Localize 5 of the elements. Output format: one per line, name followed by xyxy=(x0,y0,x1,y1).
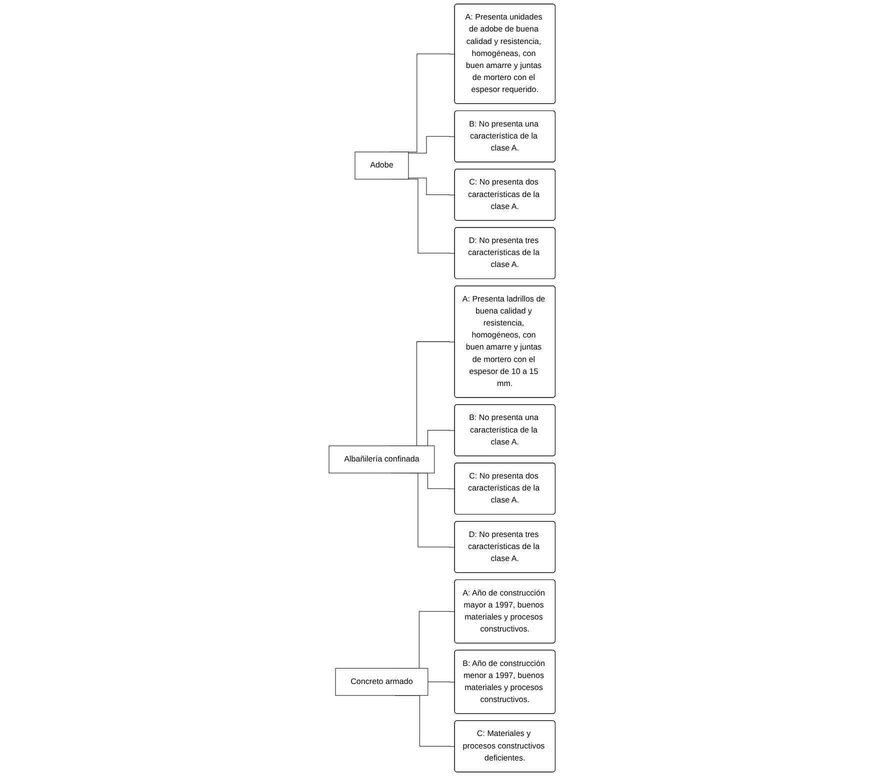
node-box: Adobe xyxy=(354,152,409,180)
connector xyxy=(408,136,455,154)
connector xyxy=(408,178,455,196)
node-box: Albañilería confinada xyxy=(328,446,435,474)
node-box: Concreto armado xyxy=(335,668,428,696)
